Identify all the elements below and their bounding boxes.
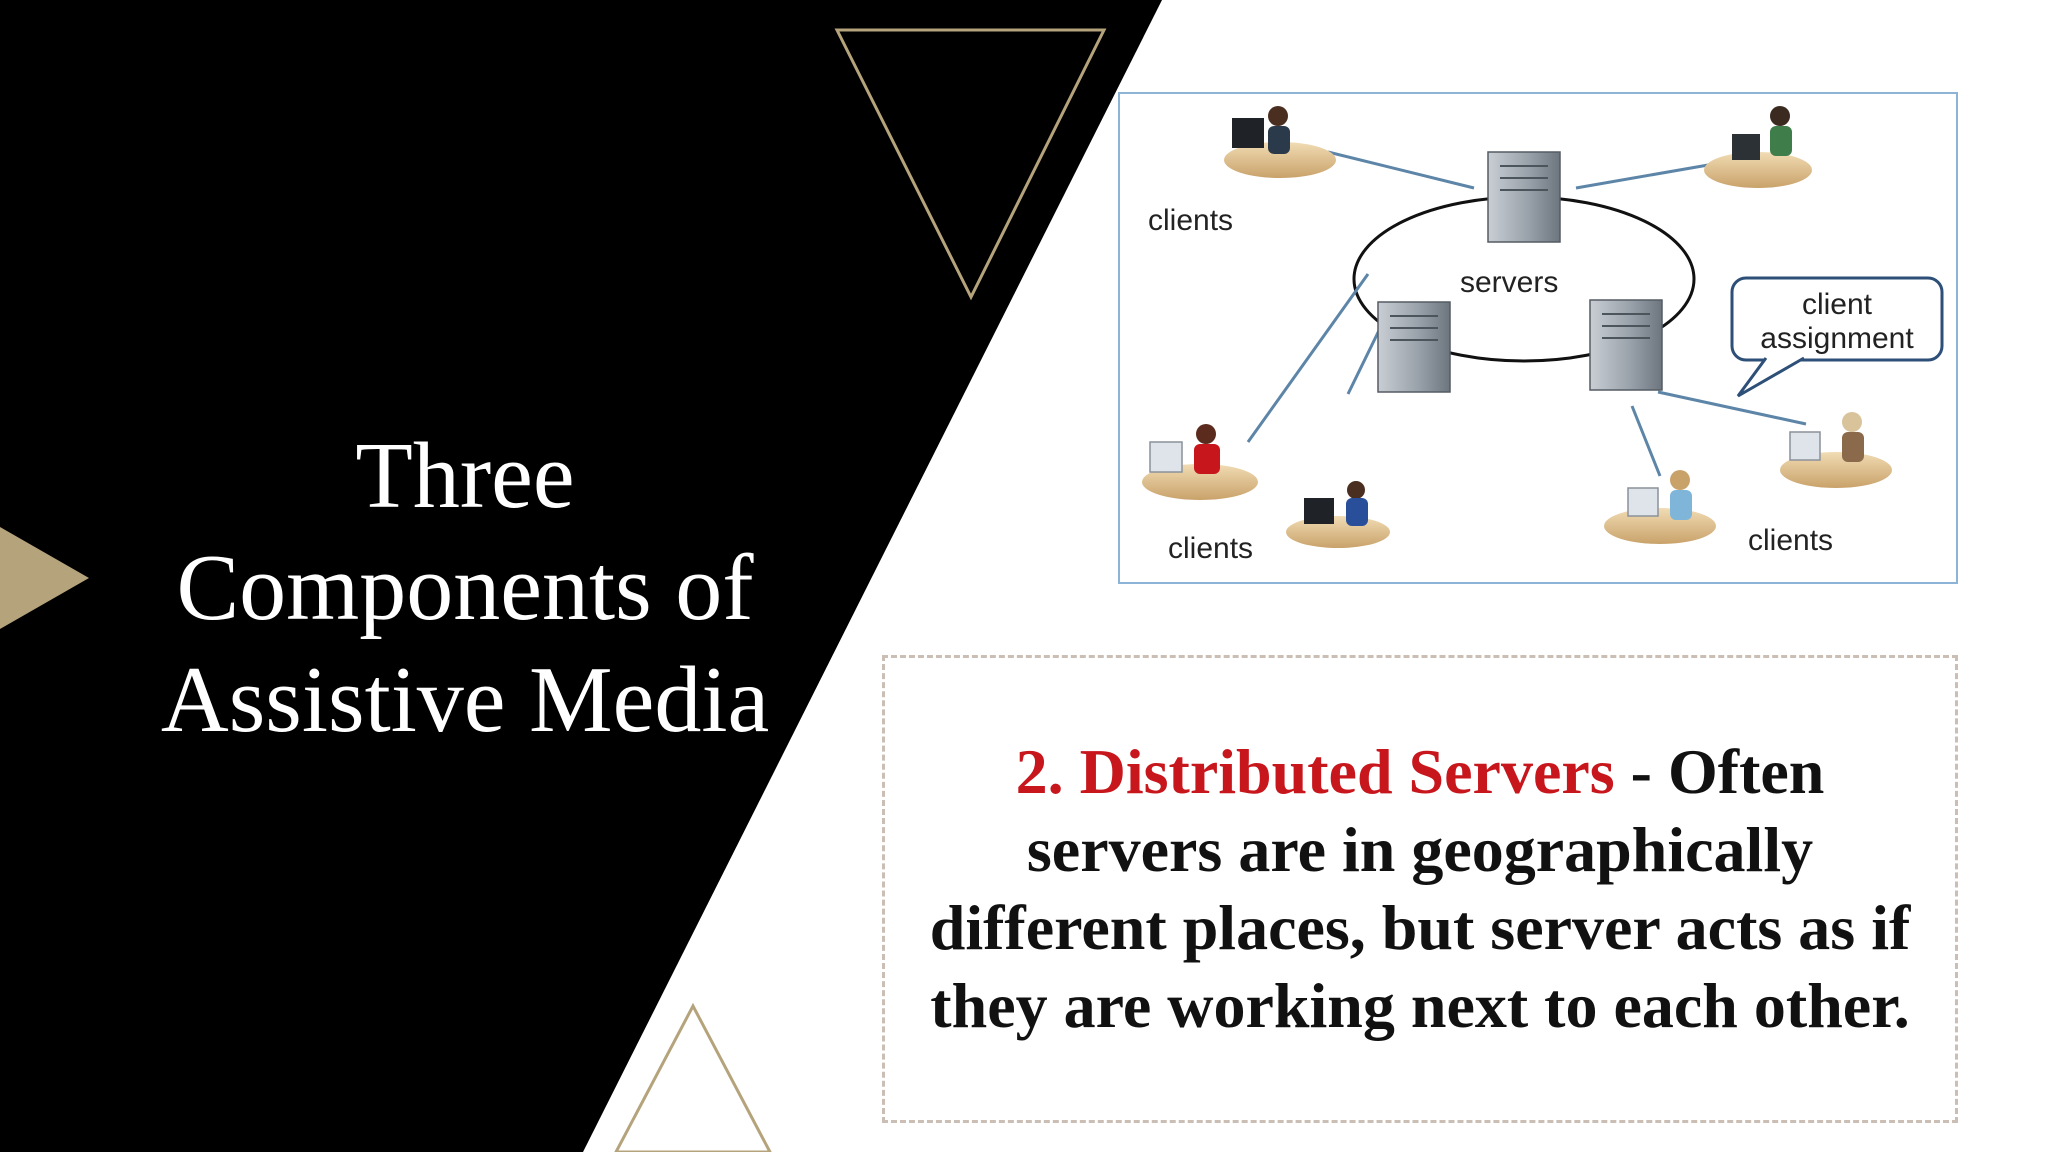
callout-text-line-1: client [1802,288,1873,321]
client-workstation-bottom-right-center-icon [1604,470,1716,544]
client-workstation-top-left-icon [1224,106,1336,178]
callout-text-line-2: assignment [1760,322,1914,355]
body-heading: 2. Distributed Servers [1015,736,1615,807]
slide-title: Three Components of Assistive Media [140,420,790,756]
gold-arrow-marker-icon [0,527,89,629]
title-line-2: Components of [176,536,754,640]
clients-label-bottom-left: clients [1168,532,1253,565]
black-diagonal-panel [0,0,1162,1152]
client-workstation-bottom-left-icon [1142,424,1258,500]
up-triangle-outline-icon [614,1002,772,1152]
body-text: Often servers are in geographically diff… [929,736,1911,1041]
clients-label-top: clients [1148,204,1233,237]
servers-label: servers [1460,266,1558,299]
server-top-icon [1487,151,1561,243]
title-line-3: Assistive Media [160,648,770,752]
clients-label-bottom-right: clients [1748,524,1833,557]
client-workstation-bottom-center-icon [1286,481,1390,548]
server-right-icon [1589,299,1663,391]
title-line-1: Three [355,424,575,528]
body-text-box: 2. Distributed Servers - Often servers a… [882,655,1958,1123]
client-assignment-callout: client assignment [1730,276,1944,398]
down-triangle-outline-icon [834,28,1107,301]
client-workstation-top-right-icon [1704,106,1812,188]
network-diagram-svg: client assignment clients servers client… [1142,106,1944,565]
body-paragraph: 2. Distributed Servers - Often servers a… [921,733,1919,1045]
body-separator: - [1614,736,1668,807]
client-workstation-right-icon [1780,412,1892,488]
server-left-icon [1377,301,1451,393]
network-diagram: client assignment clients servers client… [1118,92,1958,584]
